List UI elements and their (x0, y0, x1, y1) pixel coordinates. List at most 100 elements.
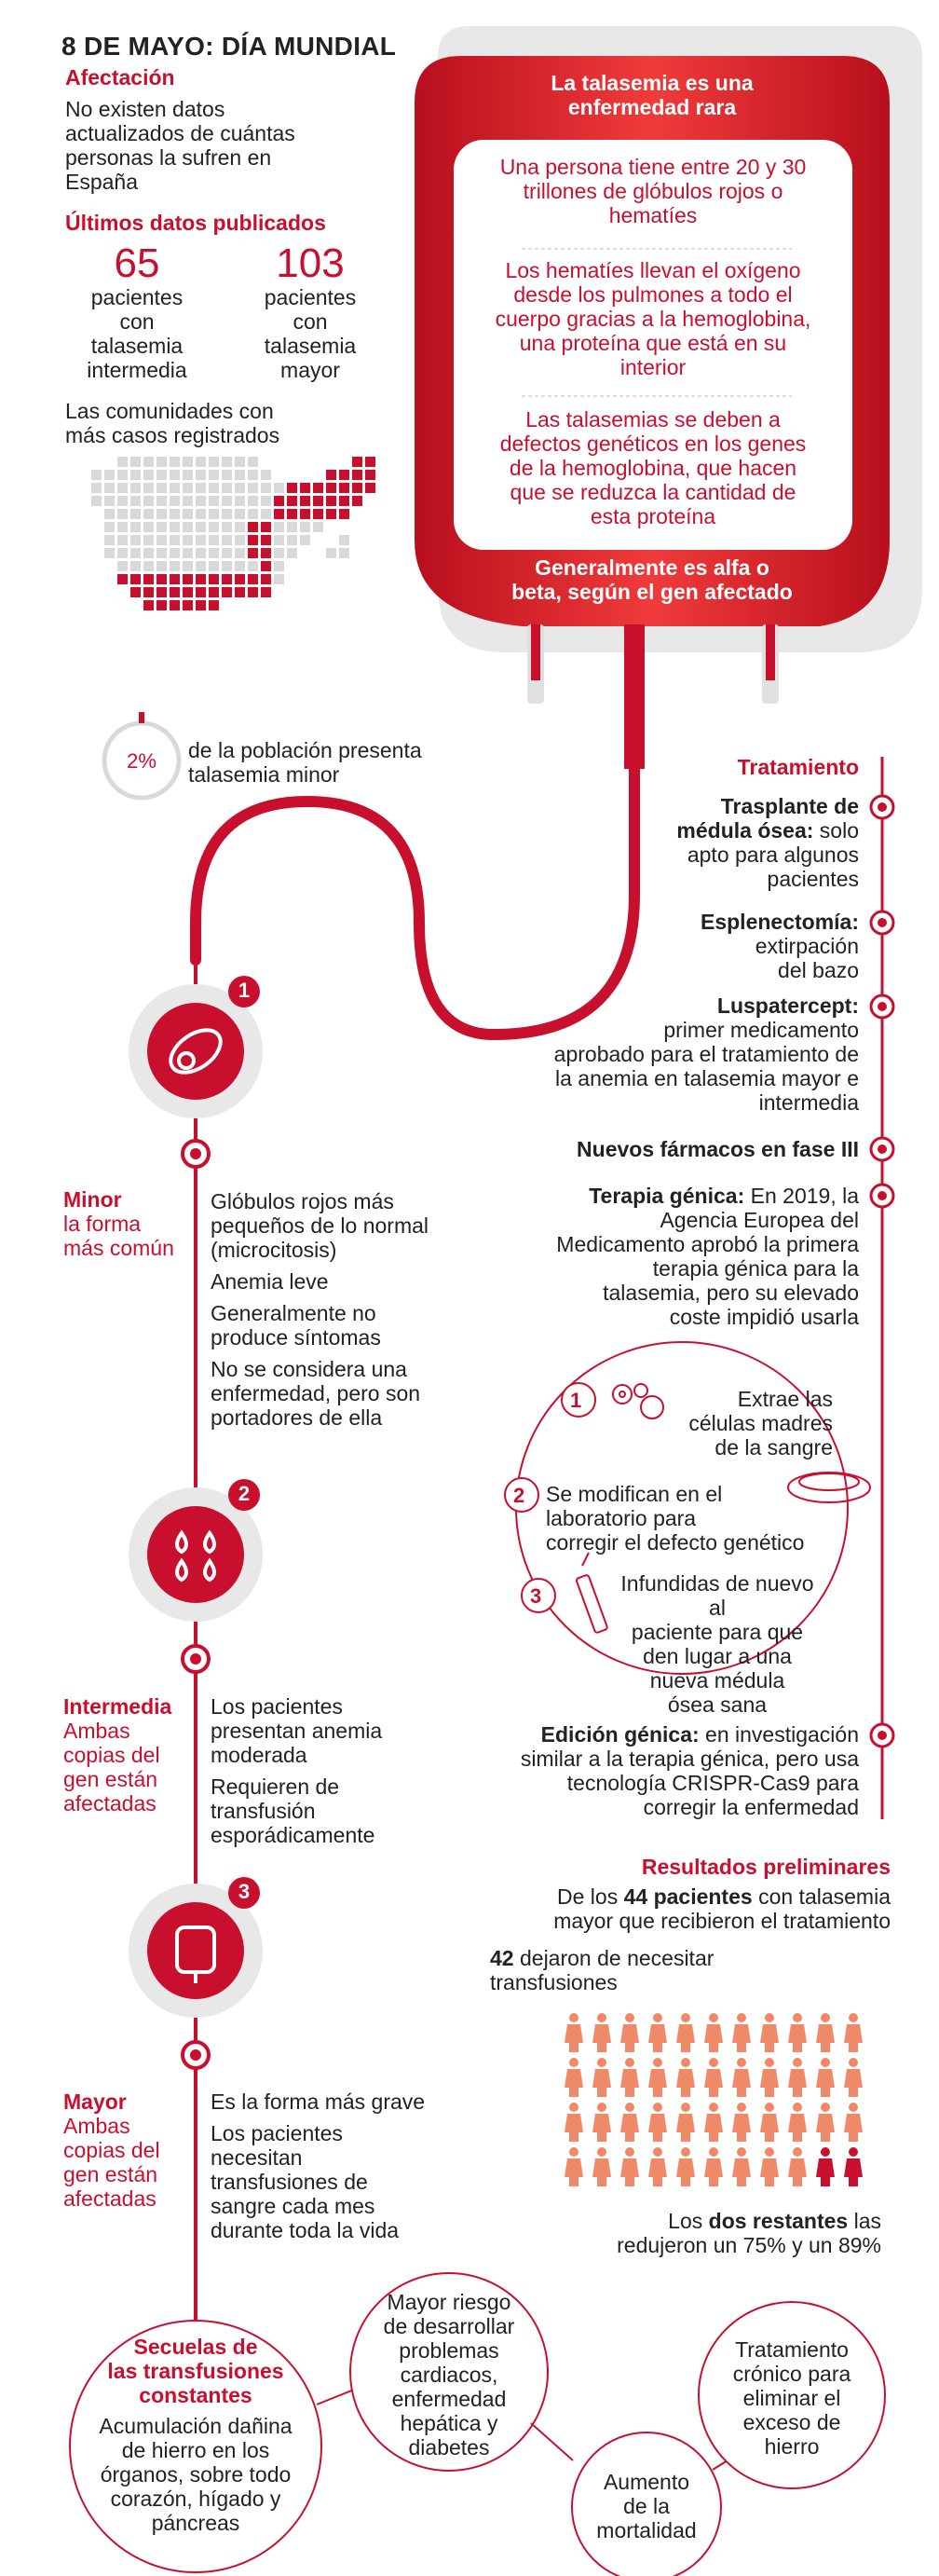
spain-map (91, 457, 375, 610)
patient-figure (565, 2103, 583, 2142)
map-cell (104, 535, 115, 545)
map-cell (222, 496, 232, 506)
map-cell (156, 457, 167, 467)
map-cell (130, 483, 141, 493)
map-cell (274, 522, 284, 532)
map-cell (130, 470, 141, 480)
patient-figure (844, 2058, 863, 2097)
secuelas-main-circle (69, 2320, 322, 2573)
treatment-new-drugs: Nuevos fármacos en fase III (577, 1137, 859, 1161)
map-cell (222, 457, 232, 467)
map-cell (235, 496, 245, 506)
patient-figure (704, 2103, 723, 2142)
patient-figure (620, 2103, 639, 2142)
map-cell (130, 587, 141, 597)
map-cell (222, 587, 232, 597)
map-cell (143, 561, 154, 571)
map-cell (261, 509, 271, 519)
map-cell (209, 535, 219, 545)
map-cell (170, 522, 180, 532)
map-cell (287, 535, 297, 545)
patient-figure (565, 2013, 583, 2052)
type-1-number: 1 (238, 979, 251, 1002)
map-cell (222, 574, 232, 584)
map-cell (339, 509, 349, 519)
patient-figure (648, 2147, 667, 2186)
timeline-dot-minor (181, 1139, 211, 1169)
patient-figure (788, 2013, 807, 2052)
treatment-gene-therapy: Terapia génica: En 2019, la Agencia Euro… (556, 1184, 859, 1329)
map-cell (261, 496, 271, 506)
map-cell (261, 483, 271, 493)
map-cell (156, 574, 167, 584)
tratamiento-heading: Tratamiento (737, 755, 859, 779)
map-cell (261, 587, 271, 597)
map-cell (143, 509, 154, 519)
map-cell (117, 483, 128, 493)
patient-figure (816, 2013, 835, 2052)
map-cell (196, 509, 206, 519)
map-cell (170, 561, 180, 571)
map-cell (209, 509, 219, 519)
map-cell (209, 574, 219, 584)
map-cell (235, 535, 245, 545)
map-cell (117, 522, 128, 532)
patient-figure (676, 2147, 695, 2186)
map-cell (365, 457, 375, 467)
type-badge-3 (129, 1877, 263, 2018)
map-cell (130, 509, 141, 519)
treatment-gene-editing: Edición génica: en investigación similar… (520, 1722, 859, 1819)
map-cell (261, 470, 271, 480)
map-cell (274, 561, 284, 571)
map-cell (235, 483, 245, 493)
map-cell (91, 470, 102, 480)
map-cell (300, 535, 310, 545)
map-cell (326, 483, 336, 493)
map-cell (183, 587, 193, 597)
map-cell (222, 483, 232, 493)
patient-figure (732, 2103, 751, 2142)
map-cell (261, 561, 271, 571)
map-cell (196, 535, 206, 545)
bag-port-right-red (766, 624, 775, 680)
map-cell (248, 483, 258, 493)
patient-figure (732, 2013, 751, 2052)
map-cell (209, 496, 219, 506)
map-cell (365, 470, 375, 480)
map-cell (300, 509, 310, 519)
map-cell (196, 457, 206, 467)
stem-cells-icon (612, 1383, 664, 1419)
patients-pictogram (565, 2013, 863, 2186)
map-cell (248, 509, 258, 519)
map-cell (117, 561, 128, 571)
map-cell (183, 470, 193, 480)
patient-figure (760, 2058, 779, 2097)
map-cell (326, 548, 336, 558)
bag-panel (454, 140, 852, 550)
map-cell (196, 548, 206, 558)
map-cell (261, 548, 271, 558)
map-cell (170, 574, 180, 584)
map-cell (222, 509, 232, 519)
map-cell (235, 522, 245, 532)
map-cell (339, 548, 349, 558)
map-cell (248, 561, 258, 571)
patient-figure (732, 2058, 751, 2097)
patient-figure (620, 2058, 639, 2097)
map-cell (222, 561, 232, 571)
map-cell (196, 561, 206, 571)
map-cell (183, 483, 193, 493)
map-cell (287, 522, 297, 532)
treatment-dots (869, 794, 895, 1748)
map-cell (209, 470, 219, 480)
blood-bag-icon (175, 1925, 216, 1983)
